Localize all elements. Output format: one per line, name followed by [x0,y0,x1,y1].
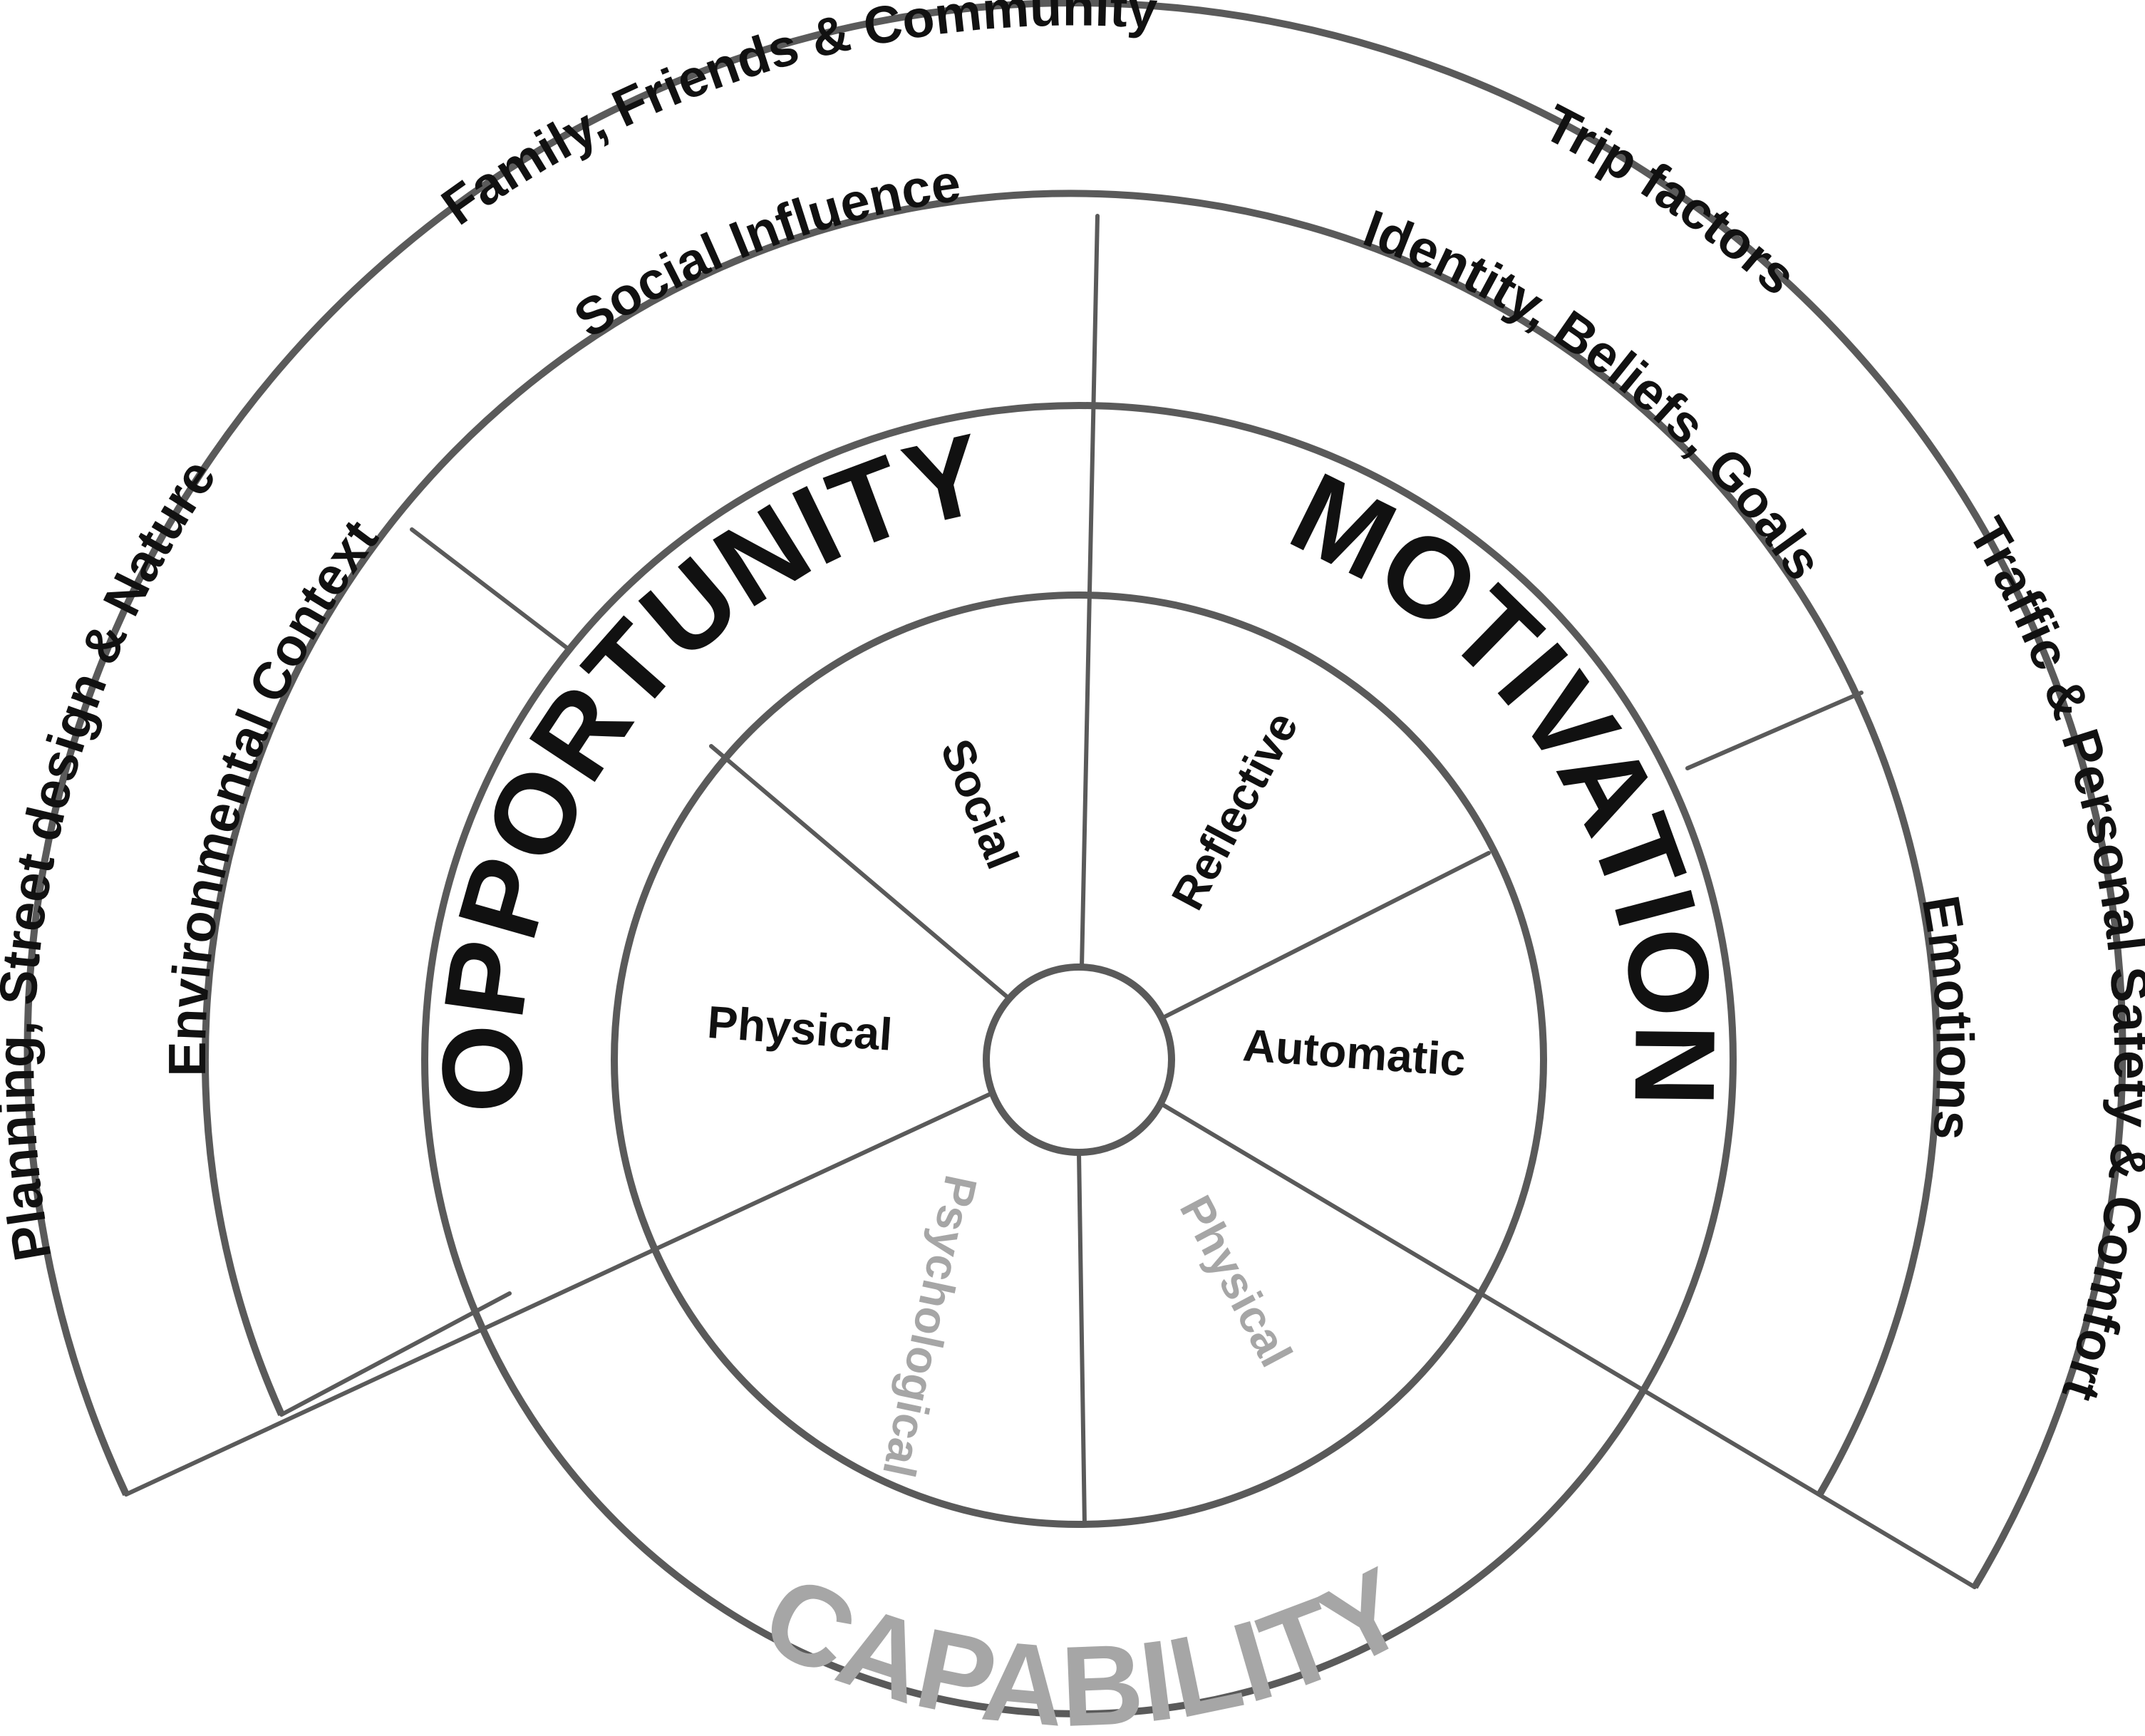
label-emotions: Emotions [1911,892,1985,1142]
com-b-outer-ring [421,402,1737,1717]
label-social: Social [931,732,1028,876]
spoke-social-influence [709,744,1012,1001]
label-social-influence: Social Influence [564,153,964,349]
spokes [124,214,1977,1589]
label-automatic: Automatic [1241,1019,1467,1086]
capability-label-group: CAPABILITY [745,1542,1427,1736]
middle-ring [202,190,1940,1496]
spoke-emotions [1685,691,1864,770]
motivation-label-group: MOTIVATION [1273,448,1740,1108]
label-trip-factors: Trip factors [1535,93,1808,306]
label-traffic: Traffic & Personal Safety & Comfort [1958,508,2145,1408]
spoke-bottom-left-inner [279,1291,512,1417]
spoke-bottom-left [124,1091,994,1497]
label-reflective: Reflective [1162,703,1308,918]
spoke-automatic [1161,851,1491,1020]
spoke-top [1080,214,1100,969]
spoke-env-context [410,527,571,651]
label-environmental-context: Environmental Context [157,509,389,1076]
outer-labels: Planning, Street design & Nature Family,… [0,0,2145,1408]
label-physical-opportunity: Physical [705,996,894,1060]
center-circle [983,963,1175,1156]
label-physical-capability: Physical [1170,1187,1303,1375]
label-capability: CAPABILITY [745,1542,1426,1736]
com-b-inner-ring [611,591,1547,1528]
label-psychological: Psychological [873,1171,987,1482]
label-motivation: MOTIVATION [1273,448,1738,1108]
outer-ring [24,0,2126,1589]
middle-labels: Environmental Context Social Influence I… [157,153,1985,1505]
label-opportunity: OPPORTUNITY [418,408,995,1113]
spoke-bottom [1077,1150,1087,1527]
rings [24,0,2126,1717]
spoke-bottom-right [1158,1101,1977,1589]
opportunity-label-group: OPPORTUNITY [418,408,996,1113]
